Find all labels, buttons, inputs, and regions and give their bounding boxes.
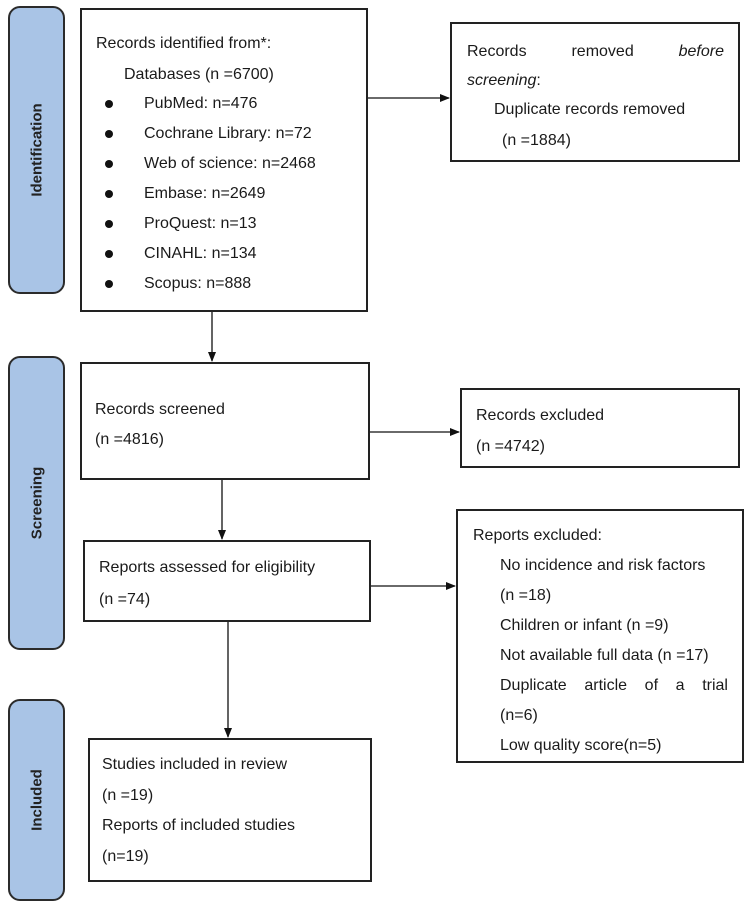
reports-excluded-box: Reports excluded: No incidence and risk …: [456, 509, 744, 763]
reason-low-quality: Low quality score(n=5): [500, 737, 662, 754]
records-removed-title: Records removed before: [467, 42, 724, 62]
source-cochrane: Cochrane Library: n=72: [144, 125, 312, 142]
dup-word-3: of: [644, 677, 659, 694]
dup-word-2: article: [584, 677, 628, 694]
duplicate-records-count: (n =1884): [502, 132, 571, 149]
bullet-icon: [105, 100, 113, 108]
phase-included: Included: [8, 699, 65, 901]
reason-duplicate-count: (n=6): [500, 707, 538, 724]
dup-word-1: Duplicate: [500, 677, 567, 694]
reason-duplicate-article: Duplicate article of a trial: [500, 676, 728, 696]
records-screened-count: (n =4816): [95, 431, 164, 448]
records-screened-label: Records screened: [95, 401, 225, 418]
bullet-icon: [105, 220, 113, 228]
records-removed-box: Records removed before screening: Duplic…: [450, 22, 740, 162]
records-excluded-box: Records excluded (n =4742): [460, 388, 740, 468]
databases-count: Databases (n =6700): [124, 66, 274, 83]
bullet-icon: [105, 250, 113, 258]
reports-excluded-title: Reports excluded:: [473, 527, 602, 544]
source-cinahl: CINAHL: n=134: [144, 245, 257, 262]
reason-no-incidence-count: (n =18): [500, 587, 552, 604]
records-identified-box: Records identified from*: Databases (n =…: [80, 8, 368, 312]
records-excluded-label: Records excluded: [476, 407, 605, 424]
studies-included-label: Studies included in review: [102, 756, 287, 773]
reports-assessed-count: (n =74): [99, 591, 151, 608]
removed-word-removed: removed: [571, 43, 634, 60]
source-scopus: Scopus: n=888: [144, 275, 252, 292]
duplicate-records-label: Duplicate records removed: [494, 101, 686, 118]
source-embase: Embase: n=2649: [144, 185, 266, 202]
removed-colon: :: [536, 72, 541, 89]
phase-identification: Identification: [8, 6, 65, 294]
records-excluded-count: (n =4742): [476, 438, 545, 455]
phase-screening: Screening: [8, 356, 65, 650]
studies-included-box: Studies included in review (n =19) Repor…: [88, 738, 372, 882]
dup-word-5: trial: [702, 677, 728, 694]
reason-no-incidence: No incidence and risk factors: [500, 557, 706, 574]
removed-word-screening: screening: [467, 72, 537, 89]
reason-no-full-data: Not available full data (n =17): [500, 647, 709, 664]
removed-word-before: before: [678, 43, 724, 60]
bullet-icon: [105, 130, 113, 138]
dup-word-4: a: [675, 677, 685, 694]
reports-included-count: (n=19): [102, 848, 149, 865]
reason-children-infant: Children or infant (n =9): [500, 617, 669, 634]
studies-included-count: (n =19): [102, 787, 154, 804]
bullet-icon: [105, 160, 113, 168]
source-pubmed: PubMed: n=476: [144, 95, 258, 112]
records-identified-title: Records identified from*:: [96, 35, 272, 52]
source-proquest: ProQuest: n=13: [144, 215, 257, 232]
source-web-of-science: Web of science: n=2468: [144, 155, 316, 172]
removed-screening-line: screening:: [467, 71, 541, 91]
removed-word-records: Records: [467, 43, 527, 60]
reports-included-label: Reports of included studies: [102, 817, 295, 834]
bullet-icon: [105, 280, 113, 288]
records-screened-box: Records screened (n =4816): [80, 362, 370, 480]
reports-assessed-label: Reports assessed for eligibility: [99, 559, 316, 576]
bullet-icon: [105, 190, 113, 198]
reports-assessed-box: Reports assessed for eligibility (n =74): [83, 540, 371, 622]
